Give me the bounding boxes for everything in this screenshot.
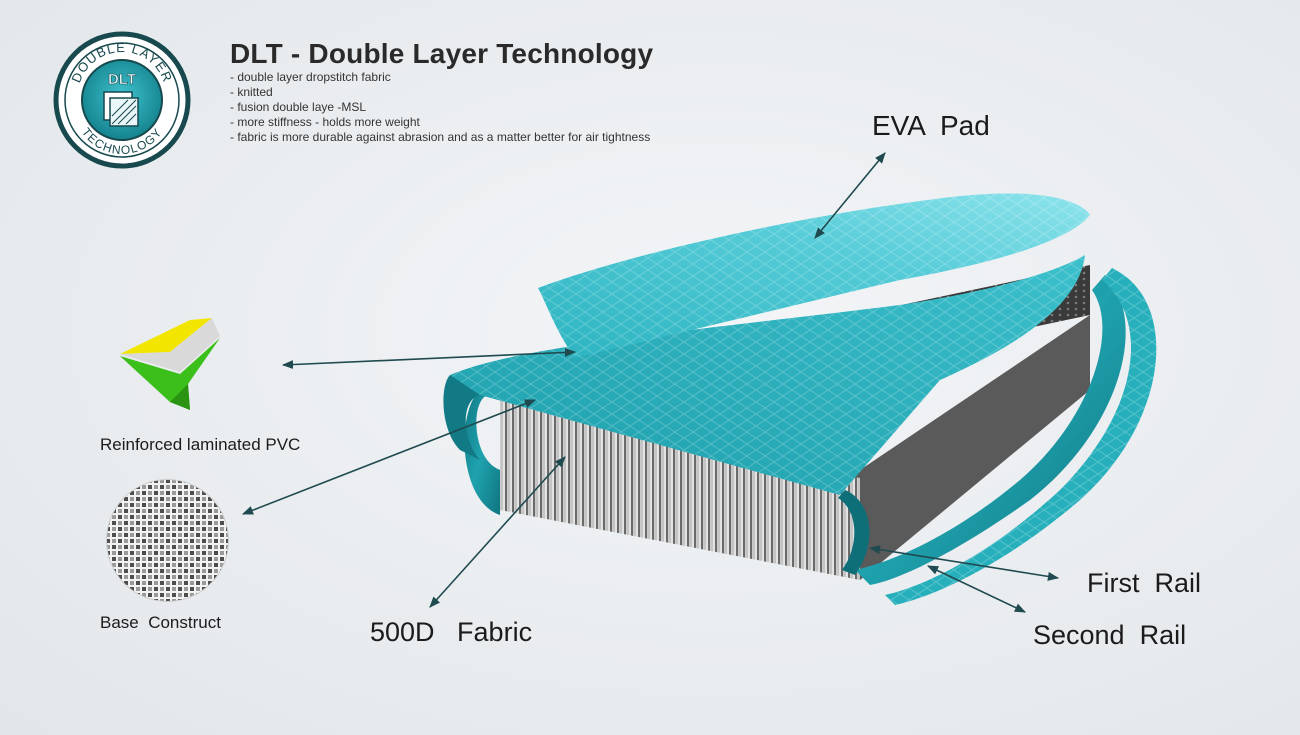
- badge-center-text: DLT: [108, 71, 136, 88]
- label-second-rail: Second Rail: [1033, 620, 1187, 650]
- label-eva-pad: EVA Pad: [872, 110, 990, 141]
- base-construct-swatch: [106, 479, 229, 602]
- dlt-badge-logo: DOUBLE LAYER TECHNOLOGY DLT: [53, 31, 191, 169]
- leader-arrows: [241, 152, 1060, 613]
- feature-item: - fabric is more durable against abrasio…: [230, 130, 651, 144]
- arrow-first-rail: [868, 545, 1060, 581]
- feature-item: - knitted: [230, 85, 273, 99]
- first-rail-edge: [838, 490, 870, 575]
- arrow-second-rail: [926, 565, 1027, 613]
- arrow-eva-pad: [814, 152, 886, 239]
- arrow-base-construct: [241, 399, 537, 515]
- layers-icon: [103, 91, 139, 127]
- feature-list: - double layer dropstitch fabric - knitt…: [230, 70, 650, 145]
- feature-item: - fusion double laye -MSL: [230, 100, 367, 114]
- label-base-construct: Base Construct: [100, 613, 221, 632]
- page-title: DLT - Double Layer Technology: [230, 38, 654, 69]
- feature-item: - more stiffness - holds more weight: [230, 115, 420, 129]
- feature-item: - double layer dropstitch fabric: [230, 70, 391, 84]
- first-rail: [855, 275, 1126, 585]
- label-first-rail: First Rail: [1087, 568, 1201, 598]
- label-500d-fabric: 500D Fabric: [370, 617, 533, 647]
- label-reinforced-pvc: Reinforced laminated PVC: [100, 435, 301, 454]
- eva-pad-sheet: [538, 193, 1090, 358]
- arrow-reinforced-pvc: [281, 347, 577, 370]
- arrow-500d-fabric: [429, 456, 566, 608]
- pvc-layer-icon: [120, 318, 220, 410]
